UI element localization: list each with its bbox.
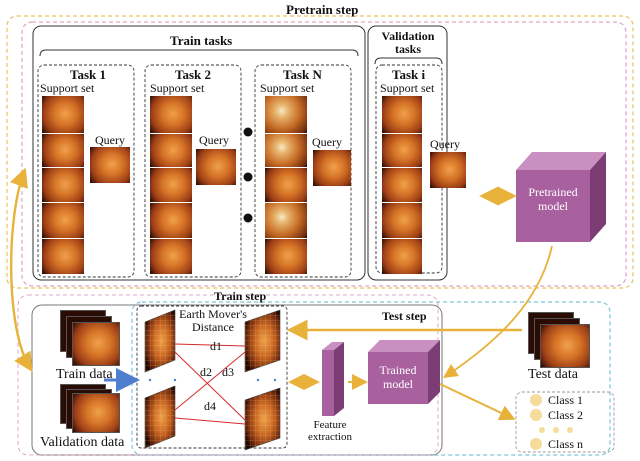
pretrain-title: Pretrain step <box>286 2 359 17</box>
task-2-support-label: Support set <box>150 81 205 95</box>
support-image <box>265 134 307 167</box>
support-image <box>42 203 84 238</box>
task-n-title: Task N <box>283 67 322 82</box>
distance-d3: d3 <box>222 365 234 379</box>
support-image <box>382 96 422 133</box>
support-image <box>150 239 192 274</box>
support-image <box>382 239 422 274</box>
support-image <box>150 96 192 133</box>
support-image <box>150 134 192 167</box>
task-1-title: Task 1 <box>70 67 107 82</box>
distance-d4: d4 <box>204 399 216 413</box>
validation-tasks-label: Validation tasks <box>381 29 435 56</box>
task-n-query-image <box>313 150 351 186</box>
class-n-label: Class n <box>548 437 584 451</box>
support-image <box>265 203 307 238</box>
task-n-support-label: Support set <box>260 81 315 95</box>
validation-data-label: Validation data <box>40 435 125 450</box>
support-image <box>382 134 422 167</box>
support-image <box>42 168 84 202</box>
pretrained-model-label: Pretrained model <box>528 185 578 213</box>
task-i-query-label: Query <box>430 137 460 151</box>
class-2-label: Class 2 <box>548 408 584 422</box>
support-image <box>265 239 307 274</box>
task-2-query-label: Query <box>199 133 229 147</box>
task-i-query-image <box>430 152 466 188</box>
task-i-support-label: Support set <box>380 81 435 95</box>
task-2-title: Task 2 <box>175 67 212 82</box>
support-image <box>150 168 192 202</box>
train-tasks-label: Train tasks <box>170 33 233 48</box>
task-n-query-label: Query <box>312 135 342 149</box>
support-image <box>382 168 422 202</box>
test-step-title: Test step <box>382 309 427 323</box>
support-image <box>382 203 422 238</box>
task-1-query-label: Query <box>95 133 125 147</box>
class-1-label: Class 1 <box>548 393 584 407</box>
support-image <box>42 239 84 274</box>
test-data-label: Test data <box>528 367 578 382</box>
support-image <box>265 96 307 133</box>
support-image <box>150 203 192 238</box>
feature-extraction-label: Feature extraction <box>308 419 352 443</box>
distance-d2: d2 <box>200 365 212 379</box>
trained-model-label: Trained model <box>379 363 417 391</box>
task-1-support-label: Support set <box>40 81 95 95</box>
task-i-title: Task i <box>392 67 426 82</box>
support-image <box>265 168 307 202</box>
task-1-query-image <box>90 147 130 183</box>
train-step-title: Train step <box>214 289 267 303</box>
support-image <box>42 134 84 167</box>
task-2-query-image <box>196 149 236 185</box>
support-image <box>42 96 84 133</box>
train-data-label: Train data <box>56 367 113 382</box>
distance-d1: d1 <box>210 339 222 353</box>
emd-label: Earth Mover's Distance <box>179 307 247 334</box>
